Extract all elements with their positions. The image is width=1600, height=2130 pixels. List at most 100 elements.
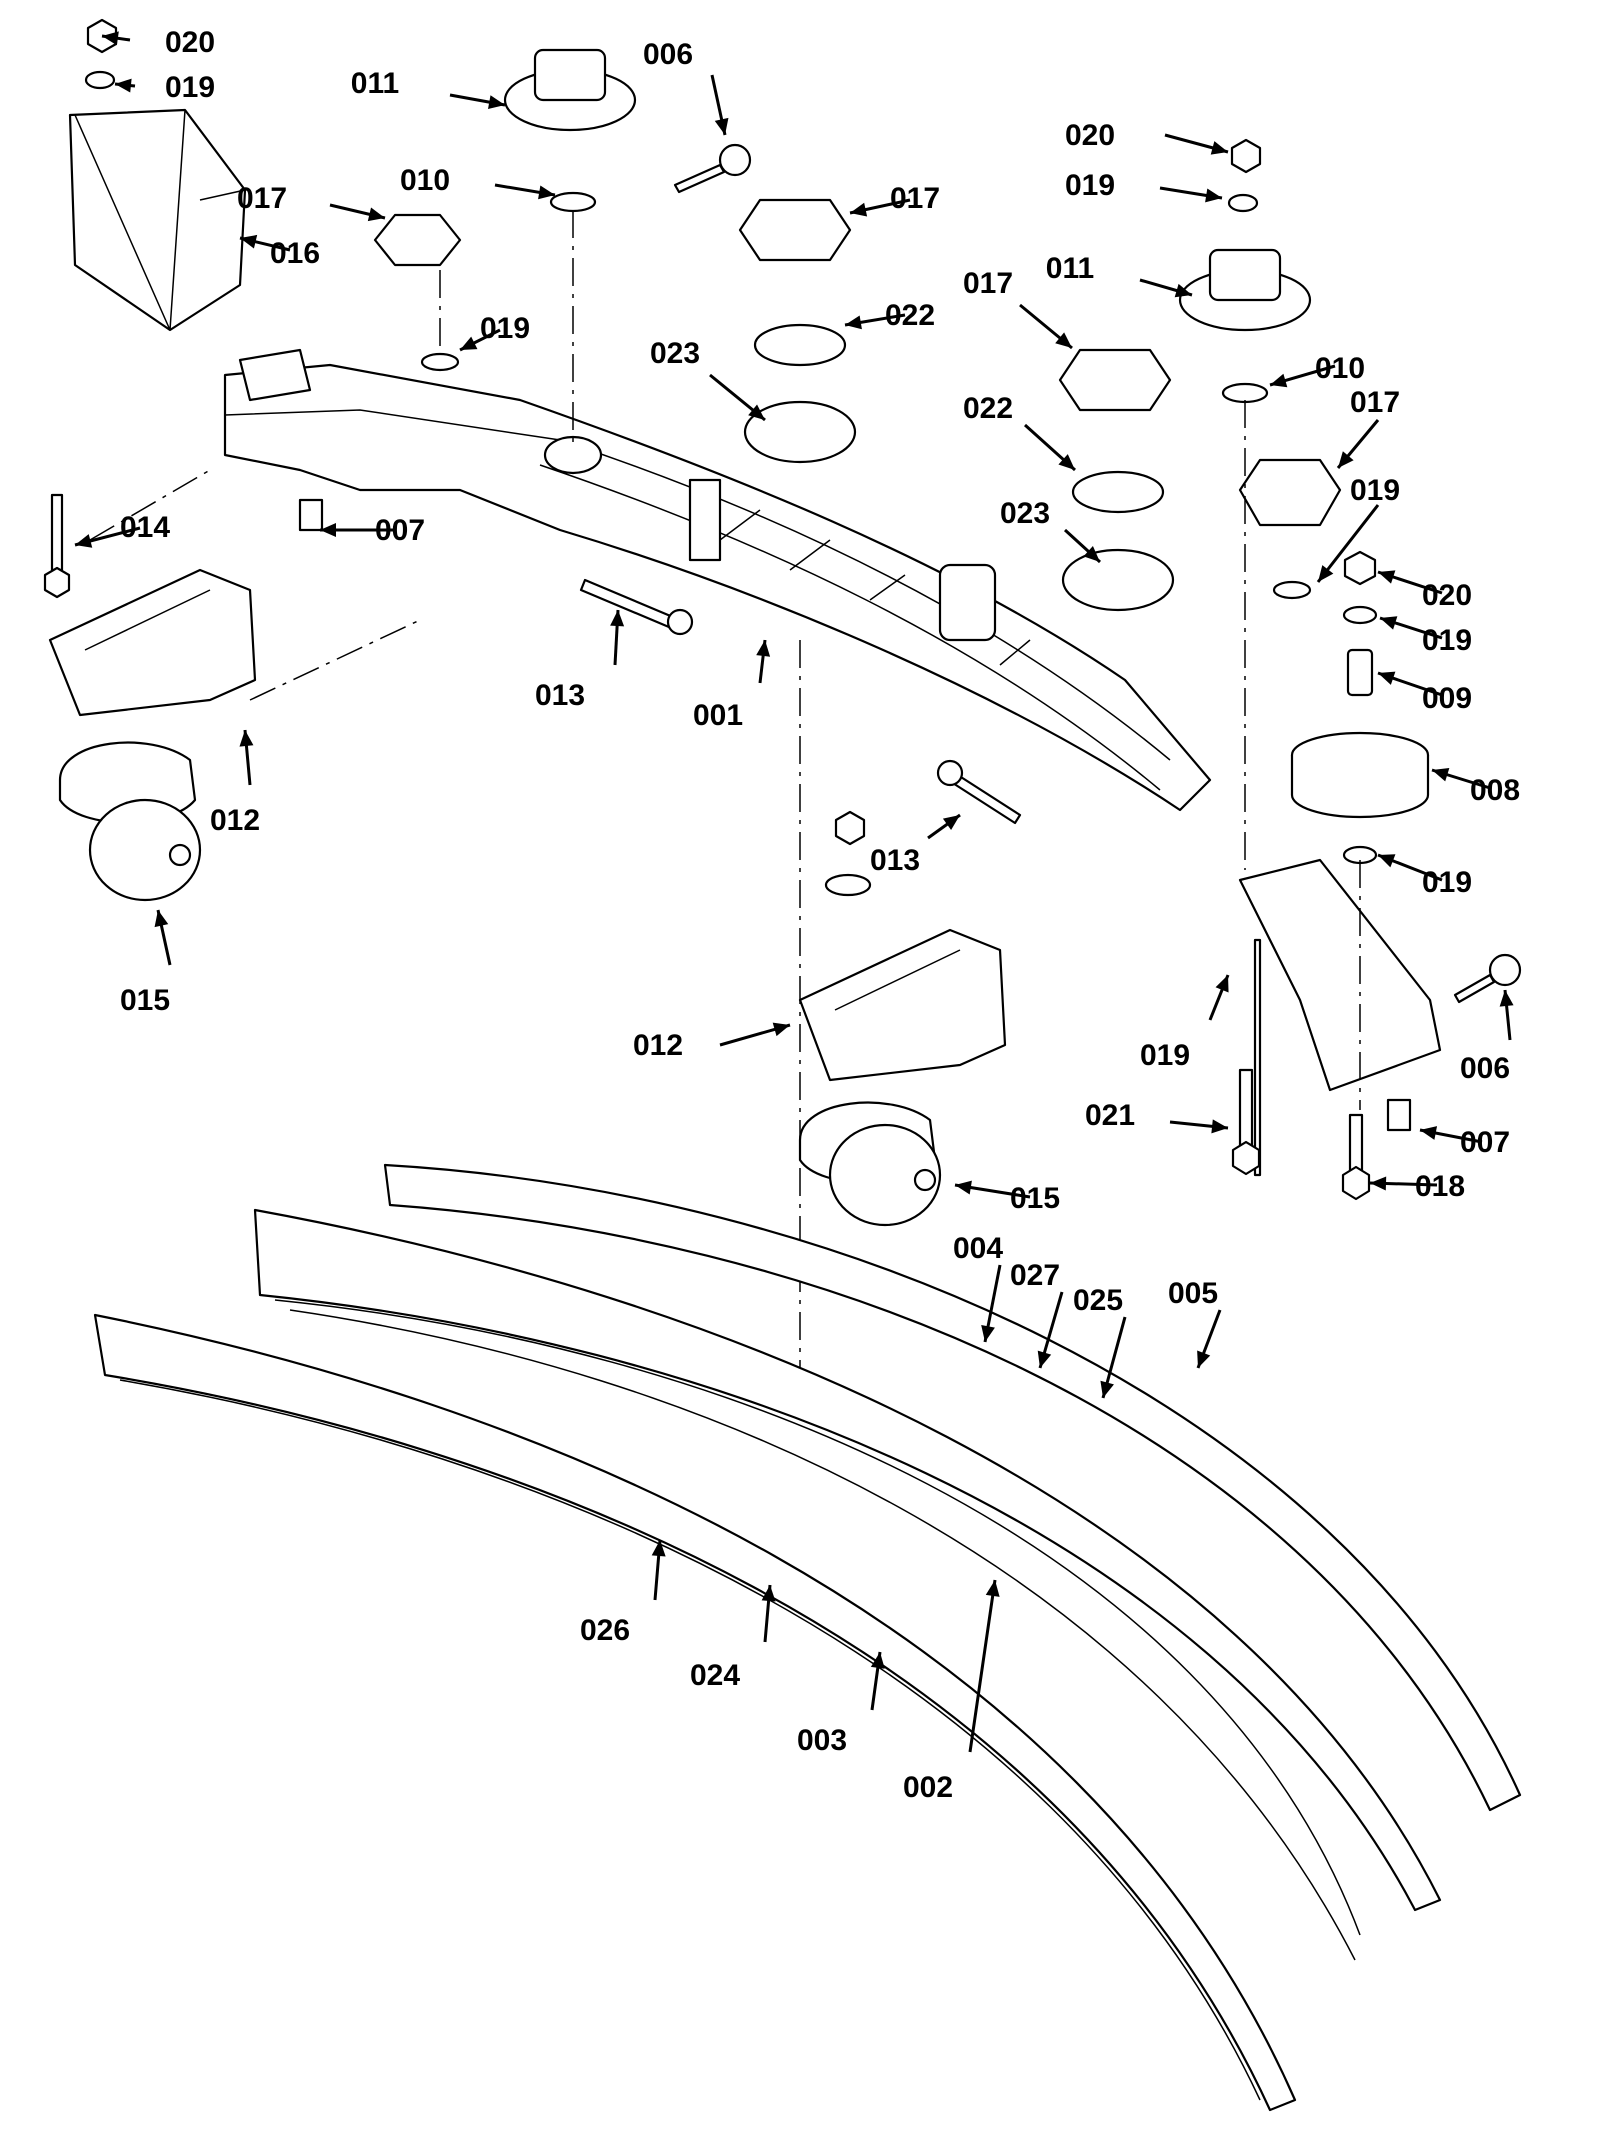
part-number-label: 018 [1415, 1170, 1465, 1203]
arrowhead [870, 1652, 885, 1669]
callout-c019b: 019 [459, 312, 530, 352]
arrowhead [981, 1324, 995, 1342]
callout-c019d: 019 [1316, 474, 1400, 583]
callout-c011b: 011 [1046, 252, 1193, 298]
arrowhead [1420, 1126, 1438, 1140]
arrowhead [240, 234, 258, 249]
arrowhead [154, 910, 169, 928]
arrowhead [1055, 332, 1072, 348]
arrowhead [1370, 1176, 1387, 1191]
part-number-label: 019 [480, 312, 530, 345]
arrowhead [1378, 671, 1396, 685]
arrowhead [1058, 454, 1075, 470]
callout-c006a: 006 [643, 38, 729, 136]
arrowhead [1432, 768, 1450, 782]
part-number-label: 019 [1422, 624, 1472, 657]
part-number-label: 020 [165, 26, 215, 59]
callout-c007a: 007 [320, 514, 425, 547]
callout-c017d: 017 [1336, 386, 1400, 469]
part-number-label: 020 [1065, 119, 1115, 152]
arrowhead [1338, 451, 1354, 468]
part-number-label: 005 [1168, 1277, 1218, 1310]
arrowhead [102, 31, 119, 46]
part-number-label: 022 [885, 299, 935, 332]
arrowhead [1083, 546, 1100, 562]
part-number-label: 012 [633, 1029, 683, 1062]
callout-c023a: 023 [650, 337, 766, 422]
part-number-label: 026 [580, 1614, 630, 1647]
arrowhead [748, 404, 765, 420]
callout-c019a: 019 [114, 71, 215, 104]
callout-c012b: 012 [633, 1022, 791, 1062]
construction-lines [89, 210, 1361, 1420]
part-number-label: 009 [1422, 682, 1472, 715]
arrowhead [538, 185, 555, 200]
arrowhead [651, 1540, 666, 1557]
part-number-label: 020 [1422, 579, 1472, 612]
frame-001 [223, 348, 1442, 1092]
callout-c006b: 006 [1460, 989, 1514, 1085]
arrowhead [1378, 570, 1396, 584]
callout-c015a: 015 [120, 909, 172, 1017]
part-number-label: 016 [270, 237, 320, 270]
part-number-label: 017 [890, 182, 940, 215]
part-number-label: 011 [351, 67, 399, 100]
part-number-label: 002 [903, 1771, 953, 1804]
part-number-label: 007 [375, 514, 425, 547]
callout-c017c: 017 [963, 267, 1073, 350]
part-number-label: 019 [1065, 169, 1115, 202]
arrowhead [1318, 565, 1334, 582]
part-number-label: 022 [963, 392, 1013, 425]
arrowhead [1211, 1119, 1228, 1134]
arrowhead [320, 523, 336, 537]
callout-c010a: 010 [400, 164, 556, 200]
part-number-label: 025 [1073, 1284, 1123, 1317]
callout-c019e: 019 [1379, 616, 1472, 657]
arrowhead [367, 207, 385, 222]
part-number-label: 017 [237, 182, 287, 215]
part-number-label: 001 [693, 699, 743, 732]
callout-c021: 021 [1085, 1099, 1229, 1134]
arrowhead [460, 336, 478, 350]
arrowhead [714, 117, 729, 135]
arrowhead [488, 95, 505, 110]
arrowhead [610, 610, 625, 627]
arrowhead [1380, 616, 1398, 630]
arrowhead [845, 315, 862, 330]
callout-c008: 008 [1431, 768, 1520, 807]
part-number-label: 003 [797, 1724, 847, 1757]
arrowhead [756, 640, 771, 657]
callout-c019g: 019 [1140, 974, 1230, 1072]
callout-leader [1316, 504, 1380, 583]
arrowhead [1499, 990, 1514, 1007]
part-number-label: 019 [1140, 1039, 1190, 1072]
callout-c020b: 020 [1065, 119, 1229, 155]
part-number-label: 012 [210, 804, 260, 837]
part-number-label: 006 [1460, 1052, 1510, 1085]
callout-c012a: 012 [210, 729, 260, 837]
arrowhead [75, 534, 93, 548]
callout-c009: 009 [1377, 671, 1472, 715]
arrowhead [1378, 854, 1396, 868]
callout-c002: 002 [903, 1579, 1000, 1804]
part-number-label: 010 [1315, 352, 1365, 385]
arrowhead [772, 1022, 790, 1037]
callout-c025: 025 [1073, 1284, 1127, 1399]
callout-c020a: 020 [101, 26, 215, 59]
callout-c022a: 022 [844, 299, 935, 332]
callout-c026: 026 [580, 1539, 666, 1647]
callout-c015b: 015 [954, 1180, 1060, 1215]
callout-leader [968, 1579, 997, 1753]
part-number-label: 013 [535, 679, 585, 712]
callout-c017a: 017 [237, 182, 386, 222]
part-number-label: 014 [120, 511, 170, 544]
callout-c014: 014 [74, 511, 170, 548]
arrowhead [850, 202, 868, 217]
callout-c018: 018 [1369, 1170, 1465, 1203]
part-number-label: 011 [1046, 252, 1094, 285]
callout-c007b: 007 [1419, 1126, 1510, 1159]
part-number-label: 013 [870, 844, 920, 877]
callout-c005: 005 [1168, 1277, 1222, 1369]
